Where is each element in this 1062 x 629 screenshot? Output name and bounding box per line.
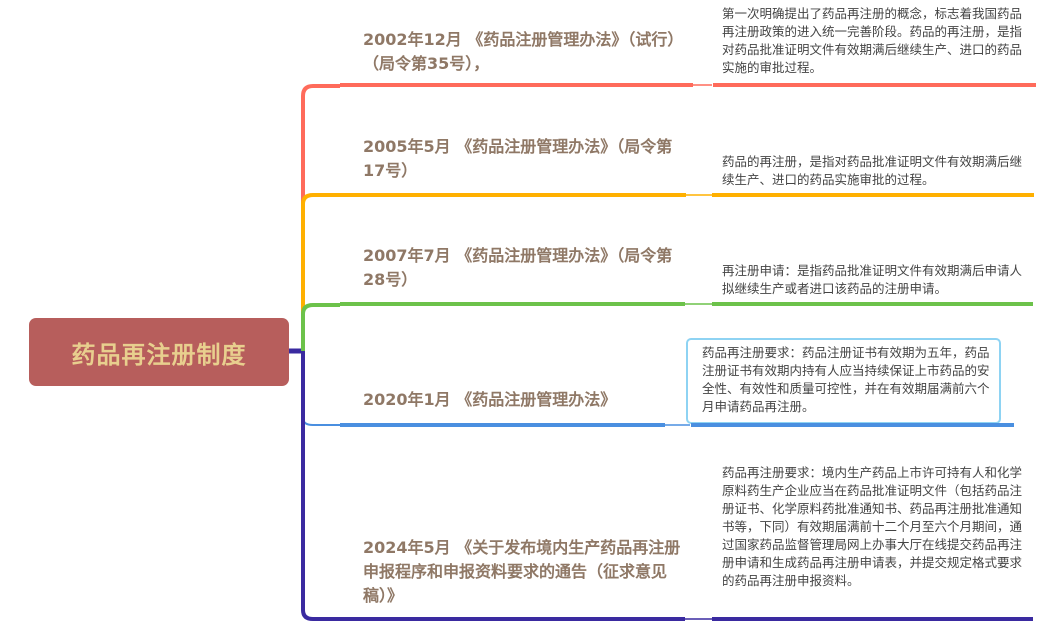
branch-4-connector [302,351,340,426]
branch-node-2020[interactable]: 2020年1月 《药品注册管理办法》 [363,388,693,412]
branch-title: 2020年1月 《药品注册管理办法》 [363,390,617,409]
branch-node-2007[interactable]: 2007年7月 《药品注册管理办法》（局令第28号） [363,244,693,292]
detail-text: 药品再注册要求：境内生产药品上市许可持有人和化学原料药生产企业应当在药品批准证明… [722,465,1023,588]
branch-title: 2005年5月 《药品注册管理办法》（局令第17号） [363,137,673,180]
branch-node-2002[interactable]: 2002年12月 《药品注册管理办法》（试行）（局令第35号）， [363,28,693,76]
root-node[interactable]: 药品再注册制度 [29,318,289,386]
branch-1-connector [301,84,340,351]
root-node-label: 药品再注册制度 [71,340,247,369]
detail-text: 药品再注册要求：药品注册证书有效期为五年，药品注册证书有效期内持有人应当持续保证… [702,345,990,414]
branch-3-connector [301,303,340,351]
branch-title: 2002年12月 《药品注册管理办法》（试行）（局令第35号）， [363,30,684,73]
detail-node-2020-selected[interactable]: 药品再注册要求：药品注册证书有效期为五年，药品注册证书有效期内持有人应当持续保证… [686,338,1001,424]
detail-text: 药品的再注册，是指对药品批准证明文件有效期满后继续生产、进口的药品实施审批的过程… [722,154,1023,187]
branch-5-connector [301,351,340,621]
detail-node-2024[interactable]: 药品再注册要求：境内生产药品上市许可持有人和化学原料药生产企业应当在药品批准证明… [722,464,1027,590]
branch-title: 2024年5月 《关于发布境内生产药品再注册申报程序和申报资料要求的通告（征求意… [363,538,681,605]
detail-node-2005[interactable]: 药品的再注册，是指对药品批准证明文件有效期满后继续生产、进口的药品实施审批的过程… [722,153,1027,189]
detail-node-2007[interactable]: 再注册申请：是指药品批准证明文件有效期满后申请人拟继续生产或者进口该药品的注册申… [722,262,1027,298]
branch-title: 2007年7月 《药品注册管理办法》（局令第28号） [363,246,673,289]
branch-node-2005[interactable]: 2005年5月 《药品注册管理办法》（局令第17号） [363,135,693,183]
branch-2-connector [301,193,340,351]
detail-text: 第一次明确提出了药品再注册的概念，标志着我国药品再注册政策的进入统一完善阶段。药… [722,6,1023,75]
detail-node-2002[interactable]: 第一次明确提出了药品再注册的概念，标志着我国药品再注册政策的进入统一完善阶段。药… [722,5,1027,77]
branch-node-2024[interactable]: 2024年5月 《关于发布境内生产药品再注册申报程序和申报资料要求的通告（征求意… [363,536,693,608]
detail-text: 再注册申请：是指药品批准证明文件有效期满后申请人拟继续生产或者进口该药品的注册申… [722,263,1023,296]
